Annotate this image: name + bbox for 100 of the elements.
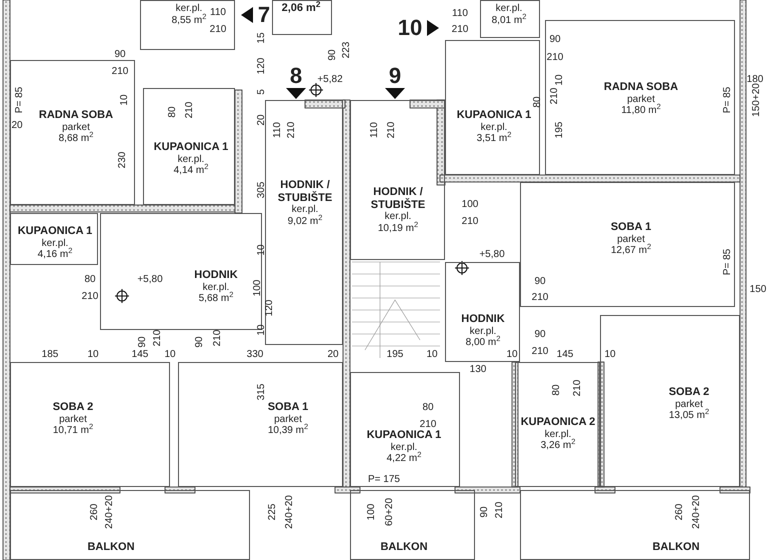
dimension-label: 210 (213, 330, 223, 346)
room-detail: 10,71 m$^{2}$ (52, 425, 94, 437)
room-detail: 10,19 m$^{2}$ (378, 222, 418, 234)
dimension-label: 110 (210, 8, 226, 18)
dimension-label: 80 (552, 384, 562, 396)
dimension-label: 240+20 (285, 495, 295, 529)
dimension-label: 110 (452, 9, 468, 19)
dimension-label: 210 (420, 420, 436, 430)
dimension-label: 90 (138, 336, 148, 348)
room-detail: 12,67 m$^{2}$ (610, 245, 652, 257)
room-name: RADNA SOBA (604, 81, 678, 94)
room-name: RADNA SOBA (38, 109, 114, 122)
dimension-label: +5,80 (137, 275, 163, 285)
room-detail: 8,01 m$^{2}$ (492, 14, 526, 26)
dimension-label: 260 (675, 504, 685, 520)
room-outline (10, 60, 135, 205)
room-outline (520, 182, 735, 307)
dimension-label: 90 (534, 277, 546, 287)
dimension-label: 80 (533, 96, 543, 108)
dimension-label: 185 (42, 350, 58, 360)
room-detail: parket (274, 414, 302, 426)
dimension-label: 10 (555, 74, 565, 86)
dimension-label: 210 (82, 292, 98, 302)
dimension-label: 180 (746, 75, 764, 85)
room-name: HODNIK (194, 269, 238, 282)
dimension-label: 210 (573, 380, 583, 396)
dimension-label: 10 (506, 350, 518, 360)
dimension-label: 145 (556, 350, 574, 360)
dimension-label: 210 (287, 122, 297, 138)
dimension-label: 130 (470, 365, 486, 375)
room-name: HODNIK / STUBIŠTE (276, 179, 334, 204)
dimension-label: 10 (426, 350, 438, 360)
room-detail: 9,02 m$^{2}$ (288, 216, 322, 228)
room-detail: ker.pl. (480, 122, 508, 134)
dimension-label: 90 (480, 506, 490, 518)
room-outline (350, 100, 445, 260)
room-detail: 8,55 m$^{2}$ (172, 14, 206, 26)
dimension-label: 80 (168, 106, 178, 118)
room-detail: ker.pl. (470, 326, 496, 338)
dimension-label: 10 (87, 350, 99, 360)
dimension-label: 210 (210, 25, 226, 35)
room-name: SOBA 2 (52, 401, 94, 414)
dimension-label: 330 (246, 350, 264, 360)
dimension-label: 10 (257, 244, 267, 256)
dimension-label: 110 (370, 122, 380, 138)
dimension-label: 240+20 (105, 495, 115, 529)
dimension-label: 195 (386, 350, 404, 360)
room-detail: ker.pl. (544, 428, 572, 440)
room-outline (265, 100, 343, 345)
room-name: SOBA 1 (268, 401, 308, 414)
dimension-label: P= 85 (15, 86, 25, 114)
dimension-label: 145 (132, 350, 148, 360)
room-detail: ker.pl. (42, 238, 68, 250)
room-outline (600, 315, 740, 487)
room-outline (350, 372, 460, 487)
room-outline (515, 362, 600, 487)
room-detail: 13,05 m$^{2}$ (668, 410, 710, 422)
room-detail: 11,80 m$^{2}$ (621, 105, 661, 117)
dimension-label: 195 (555, 122, 565, 138)
room-detail: parket (675, 398, 703, 410)
room-name: SOBA 2 (668, 386, 710, 399)
room-outline (10, 362, 170, 487)
room-detail: 4,16 m$^{2}$ (38, 249, 72, 261)
dimension-label: +5,82 (317, 75, 343, 85)
room-outline (178, 362, 343, 487)
dimension-label: +5,80 (479, 250, 505, 260)
room-name: KUPAONICA 1 (154, 141, 228, 154)
room-detail: 10,39 m$^{2}$ (268, 425, 308, 437)
room-detail: 4,22 m$^{2}$ (386, 453, 422, 465)
dimension-label: P= 85 (723, 86, 733, 114)
room-detail: parket (627, 94, 655, 106)
dimension-label: P= 85 (723, 248, 733, 276)
room-name: KUPAONICA 1 (18, 225, 92, 238)
dimension-label: 210 (452, 25, 468, 35)
room-detail: ker.pl. (176, 3, 202, 14)
room-detail: 8,00 m$^{2}$ (466, 337, 500, 349)
room-name: BALKON (87, 541, 135, 554)
dimension-label: 110 (273, 122, 283, 138)
dimension-label: 90 (549, 35, 561, 45)
room-outline (520, 490, 750, 560)
dimension-label: 120 (265, 300, 275, 316)
room-detail: 3,51 m$^{2}$ (476, 133, 512, 145)
dimension-label: 315 (257, 384, 267, 400)
room-detail: ker.pl. (202, 282, 230, 294)
room-name: KUPAONICA 1 (456, 109, 532, 122)
dimension-label: 90 (195, 336, 205, 348)
room-detail: parket (617, 234, 645, 246)
room-name: KUPAONICA 1 (366, 429, 442, 442)
section-number: 8 (290, 65, 302, 87)
dimension-label: 223 (342, 42, 352, 58)
dimension-label: 210 (462, 217, 478, 227)
dimension-label: 305 (257, 182, 267, 198)
dimension-label: 210 (153, 330, 163, 346)
dimension-label: 240+20 (692, 495, 702, 529)
dimension-label: 225 (268, 504, 278, 520)
room-outline (445, 262, 520, 362)
section-number: 9 (388, 65, 402, 87)
dimension-label: 90 (114, 50, 126, 60)
dimension-label: 90 (534, 330, 546, 340)
dimension-label: 150+20 (752, 83, 762, 117)
